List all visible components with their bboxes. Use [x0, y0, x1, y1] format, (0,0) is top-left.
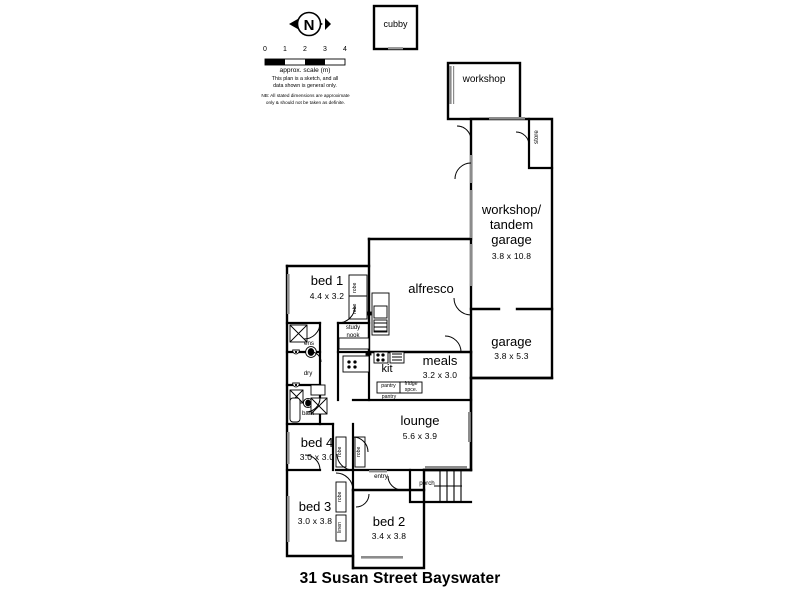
- room-label-bed1: bed 1: [310, 273, 344, 288]
- room-label-robe-4: robe: [352, 282, 358, 294]
- room-label-workshop: workshop: [462, 74, 506, 85]
- room-label-dry: dry: [303, 370, 313, 377]
- scale-note-line1: This plan is a sketch, and all: [271, 76, 339, 82]
- north-arrow-icon: N: [289, 11, 331, 37]
- scale-tick-2: 2: [303, 46, 307, 53]
- room-dim-garage: 3.8 x 5.3: [494, 351, 529, 361]
- room-label-entry: entry: [374, 473, 388, 480]
- scale-tick-4: 4: [343, 46, 347, 53]
- room-label-bath: bath: [301, 410, 315, 417]
- room-label-robe-3: robe: [356, 446, 362, 458]
- room-dim-bed2: 3.4 x 3.8: [371, 531, 407, 541]
- scale-note-line2: data shown is general only.: [273, 83, 337, 89]
- page-title: 31 Susan Street Bayswater: [299, 570, 501, 587]
- scale-caption: approx. scale (m): [279, 67, 331, 74]
- room-dim-lounge: 5.6 x 3.9: [402, 431, 438, 441]
- room-label-fridge-space: spce.: [404, 387, 418, 393]
- scale-bar: [264, 58, 346, 66]
- scale-tick-3: 3: [323, 46, 327, 53]
- room-label-pantry: pantry: [381, 383, 396, 389]
- room-label-robe-5: robe: [352, 303, 358, 315]
- scale-tick-0: 0: [263, 46, 267, 53]
- room-label-lounge: lounge: [400, 413, 440, 428]
- room-label-tandem-garage-1: workshop/: [481, 202, 542, 217]
- room-label-alfresco: alfresco: [408, 281, 454, 296]
- room-label-linen: linen: [337, 522, 343, 534]
- scale-tick-1: 1: [283, 46, 287, 53]
- svg-text:N: N: [304, 17, 315, 34]
- room-label-store: store: [533, 130, 540, 145]
- room-label-meals: meals: [422, 353, 458, 368]
- room-label-tandem-garage-2: tandem: [489, 217, 534, 232]
- room-label-pantry-2: pantry: [381, 394, 397, 400]
- room-label-bed2: bed 2: [372, 514, 406, 529]
- room-dim-bed4: 3.0 x 3.0: [299, 452, 335, 462]
- room-dim-bed1: 4.4 x 3.2: [309, 291, 345, 301]
- room-label-bed4: bed 4: [300, 435, 334, 450]
- scale-note-line3: NB: All stated dimensions are approximat…: [261, 93, 350, 98]
- room-label-porch: porch: [419, 480, 435, 487]
- room-dim-tandem-garage: 3.8 x 10.8: [491, 251, 532, 261]
- room-label-nook: nook: [346, 333, 360, 339]
- room-label-study: study: [345, 325, 361, 331]
- room-label-garage: garage: [491, 334, 532, 349]
- room-label-kit: kit: [381, 363, 393, 375]
- room-label-fridge: fridge: [404, 381, 418, 387]
- scale-note-line4: only & should not be taken as definite.: [265, 100, 346, 105]
- room-dim-meals: 3.2 x 3.0: [422, 370, 458, 380]
- room-label-bed3: bed 3: [298, 499, 332, 514]
- room-label-cubby: cubby: [383, 19, 408, 29]
- room-label-tandem-garage-3: garage: [491, 232, 532, 247]
- room-label-robe-2: robe: [337, 491, 343, 503]
- room-cubby-outline: [372, 4, 419, 51]
- room-label-robe-1: robe: [337, 446, 343, 458]
- room-label-ens: ens: [304, 340, 314, 347]
- room-dim-bed3: 3.0 x 3.8: [297, 516, 333, 526]
